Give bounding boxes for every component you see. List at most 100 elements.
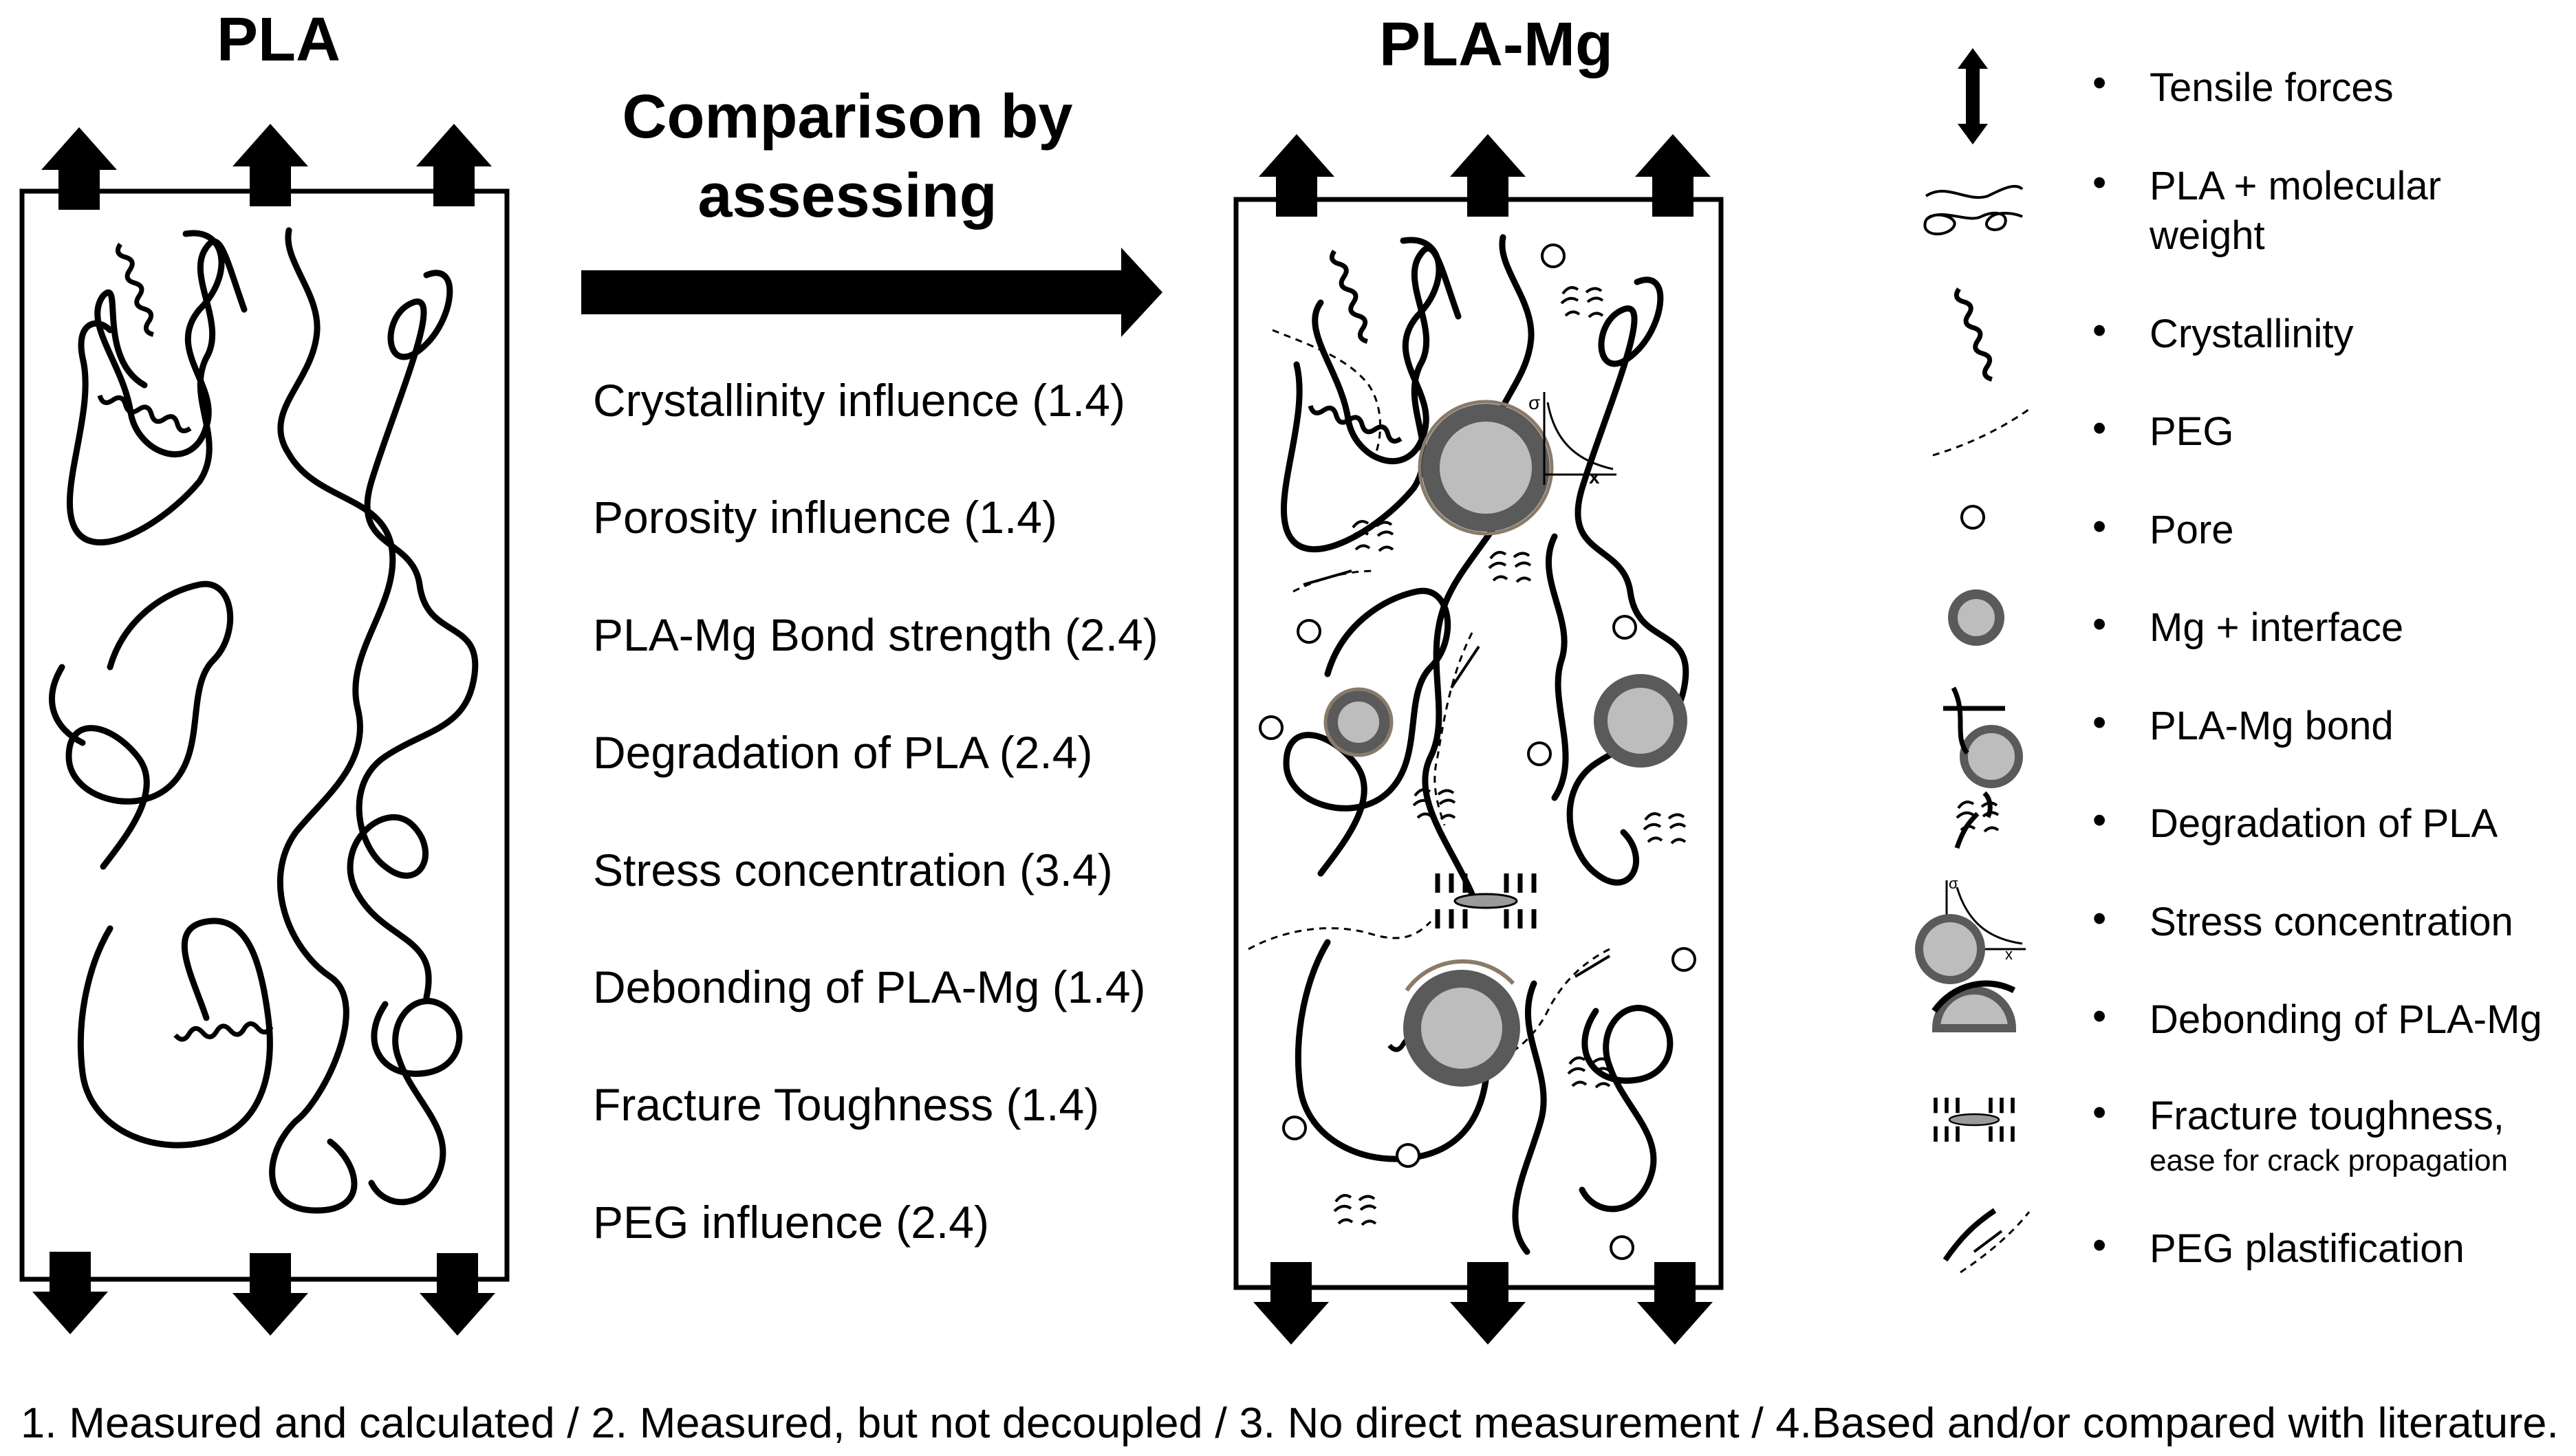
comparison-title-line2: assessing (697, 162, 997, 230)
pore (1396, 1143, 1420, 1168)
pla-mg-title: PLA-Mg (1379, 10, 1613, 79)
comparison-title-line1: Comparison by (622, 83, 1072, 151)
stress-icon-sigma: σ (1949, 875, 1958, 892)
legend-bullet: • (2092, 700, 2106, 745)
criteria-list: Crystallinity influence (1.4) Porosity i… (593, 375, 1158, 1248)
pore (1612, 615, 1637, 640)
legend-bullet: • (2092, 896, 2106, 941)
position-axis-label: x (1589, 466, 1600, 488)
legend-label-stress: Stress concentration (2150, 900, 2513, 944)
tensile-force-arrow (1253, 1262, 1329, 1345)
legend-bullet: • (2092, 798, 2106, 843)
pla-chain (49, 664, 86, 746)
legend-label-fracture: Fracture toughness, (2150, 1094, 2504, 1138)
legend-bullet: • (2092, 308, 2106, 353)
criterion-peg: PEG influence (2.4) (593, 1197, 989, 1248)
legend-label-pla-line2: weight (2149, 213, 2265, 258)
degradation-mark (1333, 1194, 1377, 1226)
tensile-force-arrow (232, 1253, 308, 1336)
pla-chain (269, 227, 396, 1214)
legend-label-pla: PLA + molecular (2150, 164, 2441, 208)
pore-icon (1960, 505, 1985, 530)
legend-label-debonding: Debonding of PLA-Mg (2150, 997, 2542, 1042)
pore (1282, 1116, 1307, 1140)
peg-chain (1433, 632, 1473, 826)
pla-chain-icon (1923, 184, 2024, 236)
pla-chain (347, 270, 479, 1001)
pla-specimen (19, 124, 510, 1336)
stress-concentration-icon: σ x (1919, 875, 2026, 980)
degradation-mark (1560, 286, 1604, 318)
criterion-porosity: Porosity influence (1.4) (593, 492, 1057, 543)
peg-chain (1248, 920, 1432, 950)
pla-chain (368, 998, 463, 1206)
stress-icon-x: x (2005, 946, 2013, 963)
tensile-force-arrow (1450, 134, 1526, 217)
crystallite (175, 1022, 272, 1040)
degradation-icon (1954, 791, 2000, 849)
tensile-force-arrow (1450, 1262, 1526, 1345)
degradation-mark (1643, 812, 1687, 845)
legend-label-degradation: Degradation of PLA (2150, 801, 2498, 846)
pore (1541, 243, 1566, 268)
legend: σ x • • • • • • • • • • • • Tensile for (1919, 48, 2542, 1274)
tensile-forces-icon (1958, 48, 1988, 144)
pla-chain (65, 580, 234, 870)
pla-chain (1545, 533, 1569, 801)
peg-icon (1932, 408, 2030, 457)
tensile-force-arrow (416, 124, 492, 206)
debonding-icon (1931, 980, 2017, 1032)
legend-bullet: • (2092, 994, 2106, 1039)
tensile-force-arrow (1259, 134, 1334, 217)
pore (1297, 619, 1321, 644)
stress-concentration-plot: σ x (1528, 392, 1616, 488)
pla-title: PLA (217, 6, 340, 74)
legend-label-tensile-forces: Tensile forces (2150, 65, 2394, 110)
tensile-force-arrow (232, 124, 308, 206)
pla-chain (1283, 587, 1451, 877)
criterion-degradation: Degradation of PLA (2.4) (593, 727, 1092, 778)
pore (1259, 715, 1284, 740)
mg-particle-icon (1948, 589, 2004, 646)
tensile-force-arrow (1635, 134, 1711, 217)
peg-plastification-arrow (1303, 569, 1352, 586)
legend-label-fracture-sub: ease for crack propagation (2150, 1144, 2508, 1177)
pla-chain (67, 238, 248, 546)
peg-plastification-icon (1942, 1208, 2031, 1274)
degradation-mark (1488, 551, 1532, 583)
criterion-stress-concentration: Stress concentration (3.4) (593, 845, 1113, 895)
peg-plastification-arrow (1574, 955, 1611, 978)
mg-particle (1403, 959, 1520, 1087)
criterion-fracture-toughness: Fracture Toughness (1.4) (593, 1079, 1099, 1130)
legend-bullet: • (2092, 1223, 2106, 1268)
pla-chain (77, 917, 273, 1149)
mg-particle (1323, 687, 1394, 757)
pla-chain (1512, 980, 1547, 1255)
criterion-crystallinity: Crystallinity influence (1.4) (593, 375, 1125, 426)
pla-mg-bond-icon (1943, 686, 2023, 788)
legend-bullet: • (2092, 160, 2106, 205)
legend-label-peg-plastification: PEG plastification (2150, 1226, 2465, 1271)
pla-chain (1579, 1005, 1674, 1213)
peg-chain (1272, 329, 1381, 455)
pla-chain (1422, 234, 1535, 898)
legend-label-pore: Pore (2150, 508, 2234, 552)
pore (1527, 741, 1552, 766)
mg-particle (1594, 674, 1687, 768)
pla-mg-specimen: σ x (1233, 134, 1724, 1345)
legend-bullet: • (2092, 1090, 2106, 1135)
legend-bullet: • (2092, 504, 2106, 549)
legend-bullet: • (2092, 602, 2106, 646)
pore (1610, 1235, 1634, 1260)
crystallinity-icon (1954, 287, 1996, 381)
legend-label-bond: PLA-Mg bond (2150, 704, 2394, 748)
comparison-arrow (581, 248, 1162, 337)
legend-bullet: • (2092, 406, 2106, 450)
fracture-toughness-icon (1934, 1097, 2015, 1142)
footnote: 1. Measured and calculated / 2. Measured… (21, 1400, 2559, 1447)
crystallite (98, 391, 192, 433)
pore (1671, 947, 1696, 972)
crystallite (1330, 250, 1372, 343)
tensile-force-arrow (1637, 1262, 1713, 1345)
